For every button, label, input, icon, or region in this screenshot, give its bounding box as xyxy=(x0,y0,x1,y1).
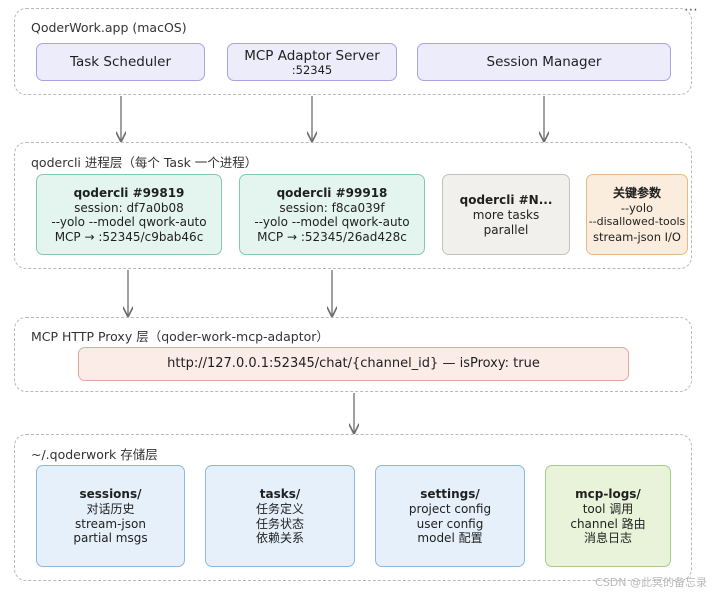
tasks-dir-definition: 任务定义 xyxy=(255,502,304,517)
session-manager-title: Session Manager xyxy=(486,54,602,70)
key-params-yolo: --yolo xyxy=(620,200,654,215)
key-params-title: 关键参数 xyxy=(612,185,661,200)
qodercli-99918-args: --yolo --model qwork-auto xyxy=(254,215,410,230)
qodercli-99819-box: qodercli #99819 session: df7a0b08 --yolo… xyxy=(36,174,222,255)
tasks-dir-box: tasks/ 任务定义 任务状态 依赖关系 xyxy=(205,465,355,567)
sessions-dir-title: sessions/ xyxy=(79,487,142,502)
session-manager-box: Session Manager xyxy=(417,43,671,81)
key-params-stream-json: stream-json I/O xyxy=(593,229,681,244)
storage-layer-title: ~/.qoderwork 存储层 xyxy=(31,447,158,462)
mcp-logs-dir-box: mcp-logs/ tool 调用 channel 路由 消息日志 xyxy=(545,465,671,567)
qodercli-99819-mcp: MCP → :52345/c9bab46c xyxy=(54,229,204,244)
mcp-logs-dir-tool-calls: tool 调用 xyxy=(582,502,634,517)
mcp-logs-dir-title: mcp-logs/ xyxy=(575,487,641,502)
qodercli-99819-args: --yolo --model qwork-auto xyxy=(51,215,207,230)
proxy-endpoint-box: http://127.0.0.1:52345/chat/{channel_id}… xyxy=(78,347,629,381)
qodercli-99918-session: session: f8ca039f xyxy=(279,200,385,215)
proxy-layer: MCP HTTP Proxy 层（qoder-work-mcp-adaptor） xyxy=(14,317,692,392)
tasks-dir-title: tasks/ xyxy=(259,487,301,502)
task-scheduler-title: Task Scheduler xyxy=(69,54,171,70)
settings-dir-project-config: project config xyxy=(408,502,492,517)
qodercli-n-title: qodercli #N... xyxy=(459,193,553,207)
storage-layer: ~/.qoderwork 存储层 xyxy=(14,434,692,581)
qodercli-99819-title: qodercli #99819 xyxy=(73,185,185,200)
cli-layer-title: qodercli 进程层（每个 Task 一个进程） xyxy=(31,155,258,170)
key-params-disallowed-tools: --disallowed-tools xyxy=(588,215,686,229)
mcp-logs-dir-channel-routing: channel 路由 xyxy=(570,516,646,531)
settings-dir-title: settings/ xyxy=(420,487,480,502)
tasks-dir-dependencies: 依赖关系 xyxy=(255,531,304,546)
settings-dir-model-config: model 配置 xyxy=(417,531,483,546)
app-layer-title: QoderWork.app (macOS) xyxy=(31,20,187,35)
cli-layer: qodercli 进程层（每个 Task 一个进程） xyxy=(14,142,692,269)
proxy-layer-title: MCP HTTP Proxy 层（qoder-work-mcp-adaptor） xyxy=(31,329,329,344)
qodercli-n-box: qodercli #N... more tasks parallel xyxy=(442,174,570,255)
qodercli-99819-session: session: df7a0b08 xyxy=(74,200,184,215)
qodercli-99918-title: qodercli #99918 xyxy=(276,185,388,200)
qodercli-n-parallel: parallel xyxy=(483,222,529,237)
settings-dir-box: settings/ project config user config mod… xyxy=(375,465,525,567)
sessions-dir-history: 对话历史 xyxy=(86,502,135,517)
sessions-dir-stream-json: stream-json xyxy=(75,516,146,531)
mcp-logs-dir-message-log: 消息日志 xyxy=(583,531,632,546)
sessions-dir-partial: partial msgs xyxy=(73,531,148,546)
task-scheduler-box: Task Scheduler xyxy=(36,43,205,81)
qodercli-n-more-tasks: more tasks xyxy=(472,208,540,222)
app-layer: QoderWork.app (macOS) xyxy=(14,8,692,95)
qodercli-99918-mcp: MCP → :52345/26ad428c xyxy=(257,229,407,244)
settings-dir-user-config: user config xyxy=(416,516,484,531)
mcp-adaptor-server-port: :52345 xyxy=(291,62,333,77)
key-params-box: 关键参数 --yolo --disallowed-tools stream-js… xyxy=(586,174,688,255)
sessions-dir-box: sessions/ 对话历史 stream-json partial msgs xyxy=(36,465,185,567)
mcp-adaptor-server-title: MCP Adaptor Server xyxy=(244,47,380,64)
qodercli-99918-box: qodercli #99918 session: f8ca039f --yolo… xyxy=(239,174,425,255)
proxy-endpoint-text: http://127.0.0.1:52345/chat/{channel_id}… xyxy=(167,356,540,371)
watermark: CSDN @此冥的备忘录 xyxy=(595,576,707,589)
mcp-adaptor-server-box: MCP Adaptor Server :52345 xyxy=(227,43,397,81)
tasks-dir-status: 任务状态 xyxy=(255,516,304,531)
